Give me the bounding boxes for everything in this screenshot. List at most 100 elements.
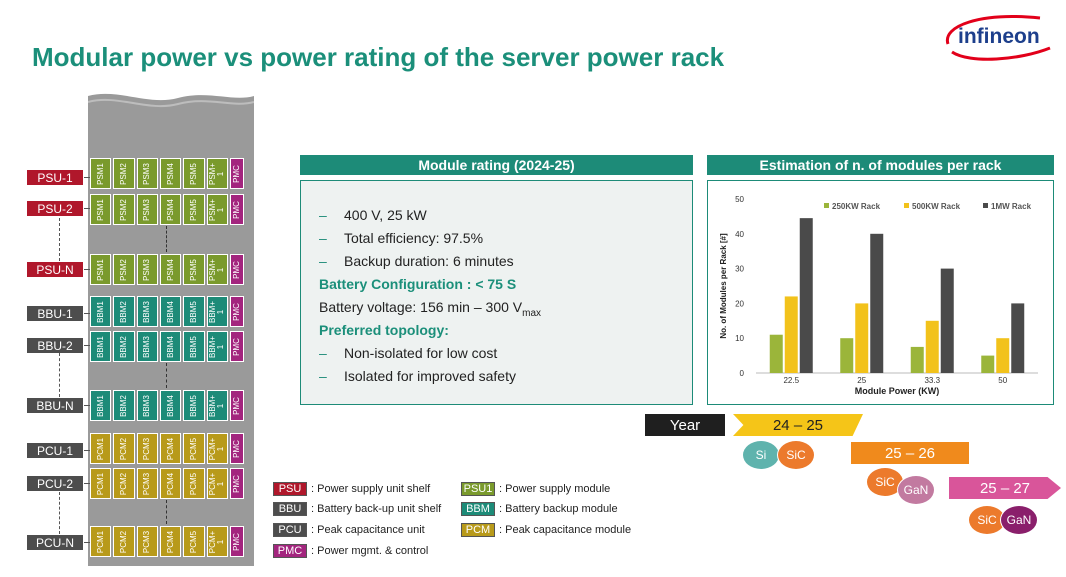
shelf-label-bbu-1: BBU-1 [26, 305, 84, 322]
module-bbm-2: BBM2 [113, 390, 135, 421]
module-bbm-3: BBM3 [136, 331, 158, 362]
module-psm-1: PSM1 [90, 194, 112, 225]
module-pcm-4: PCM4 [159, 526, 182, 557]
si-technology-icon: Si [742, 440, 780, 470]
module-pcm-2: PCM2 [113, 433, 135, 464]
module-psm-4: PSM4 [159, 254, 182, 285]
module-pcm-3: PCM3 [136, 526, 158, 557]
label-connector [84, 542, 90, 543]
timeline-period-25-26: 25 – 26 [851, 442, 969, 464]
y-axis-label: No. of Modules per Rack [#] [719, 233, 728, 339]
gan-technology-icon: GaN [1000, 505, 1038, 535]
topology-non-isolated: –Non-isolated for low cost [319, 345, 498, 361]
pmc-module: PMC [229, 158, 244, 189]
group-continuation-line [59, 492, 60, 534]
y-tick-label: 0 [740, 369, 745, 378]
shelf-label-pcu-n: PCU-N [26, 534, 84, 551]
bar-250kw-rack [981, 355, 995, 373]
legend-label: 1MW Rack [991, 202, 1032, 211]
pmc-module: PMC [229, 194, 244, 225]
y-tick-label: 50 [735, 195, 744, 204]
module-pcm-1: PCM1 [90, 433, 112, 464]
module-pcm-1: PCM1 [90, 526, 112, 557]
module-psm-6: PSM+ 1 [206, 158, 228, 189]
gan-technology-icon: GaN [897, 475, 935, 505]
module-pcm-5: PCM5 [183, 526, 205, 557]
pmc-module: PMC [229, 390, 244, 421]
legend-swatch [824, 203, 829, 208]
bar-1mw-rack [870, 233, 884, 373]
bar-250kw-rack [769, 334, 783, 373]
rack-continuation-line [166, 363, 167, 388]
x-tick-label: 50 [998, 376, 1007, 385]
module-psm-2: PSM2 [113, 158, 135, 189]
module-psm-5: PSM5 [183, 254, 205, 285]
shelf-label-bbu-n: BBU-N [26, 397, 84, 414]
label-connector [84, 345, 90, 346]
label-connector [84, 405, 90, 406]
rating-line-voltage: –400 V, 25 kW [319, 207, 427, 223]
module-psm-3: PSM3 [136, 194, 158, 225]
module-bbm-6: BBM+ 1 [206, 331, 228, 362]
sic-technology-icon: SiC [777, 440, 815, 470]
module-psm-4: PSM4 [159, 194, 182, 225]
y-tick-label: 10 [735, 334, 744, 343]
shelf-label-pcu-2: PCU-2 [26, 475, 84, 492]
legend-bbm: BBM: Battery backup module [461, 502, 618, 516]
battery-configuration: Battery Configuration : < 75 S [319, 276, 517, 292]
module-psm-2: PSM2 [113, 194, 135, 225]
module-bbm-6: BBM+ 1 [206, 390, 228, 421]
module-pcm-2: PCM2 [113, 526, 135, 557]
shelf-label-psu-n: PSU-N [26, 261, 84, 278]
module-pcm-1: PCM1 [90, 468, 112, 499]
module-bbm-2: BBM2 [113, 331, 135, 362]
x-tick-label: 33.3 [924, 376, 940, 385]
module-psm-2: PSM2 [113, 254, 135, 285]
chart-header: Estimation of n. of modules per rack [707, 155, 1054, 175]
label-connector [84, 450, 90, 451]
group-continuation-line [59, 353, 60, 397]
pmc-module: PMC [229, 331, 244, 362]
pmc-module: PMC [229, 468, 244, 499]
module-bbm-4: BBM4 [159, 296, 182, 327]
sic-technology-icon: SiC [866, 467, 904, 497]
module-bbm-5: BBM5 [183, 390, 205, 421]
rack-continuation-line [166, 226, 167, 252]
module-psm-1: PSM1 [90, 158, 112, 189]
module-bbm-5: BBM5 [183, 331, 205, 362]
module-pcm-5: PCM5 [183, 468, 205, 499]
pmc-module: PMC [229, 433, 244, 464]
preferred-topology-title: Preferred topology: [319, 322, 449, 338]
sic-technology-icon: SiC [968, 505, 1006, 535]
timeline-period-24-25: 24 – 25 [733, 414, 863, 436]
module-bbm-4: BBM4 [159, 331, 182, 362]
shelf-label-psu-1: PSU-1 [26, 169, 84, 186]
module-rating-panel: –400 V, 25 kW –Total efficiency: 97.5% –… [300, 180, 693, 405]
legend-swatch [904, 203, 909, 208]
bar-1mw-rack [1011, 303, 1025, 373]
module-bbm-3: BBM3 [136, 296, 158, 327]
module-rating-header: Module rating (2024-25) [300, 155, 693, 175]
module-psm-3: PSM3 [136, 158, 158, 189]
y-tick-label: 30 [735, 265, 744, 274]
timeline-period-25-27: 25 – 27 [949, 477, 1061, 499]
bar-500kw-rack [925, 320, 939, 373]
rack-continuation-line [166, 500, 167, 524]
x-axis-label: Module Power (KW) [855, 386, 940, 396]
module-psm-6: PSM+ 1 [206, 254, 228, 285]
legend-pmc: PMC: Power mgmt. & control [273, 544, 428, 558]
module-pcm-3: PCM3 [136, 468, 158, 499]
module-pcm-6: PCM+ 1 [206, 468, 228, 499]
bar-500kw-rack [784, 296, 798, 373]
legend-pcu: PCU: Peak capacitance unit [273, 523, 425, 537]
legend-bbu: BBU: Battery back-up unit shelf [273, 502, 441, 516]
x-tick-label: 25 [857, 376, 866, 385]
module-pcm-4: PCM4 [159, 433, 182, 464]
module-bbm-1: BBM1 [90, 390, 112, 421]
